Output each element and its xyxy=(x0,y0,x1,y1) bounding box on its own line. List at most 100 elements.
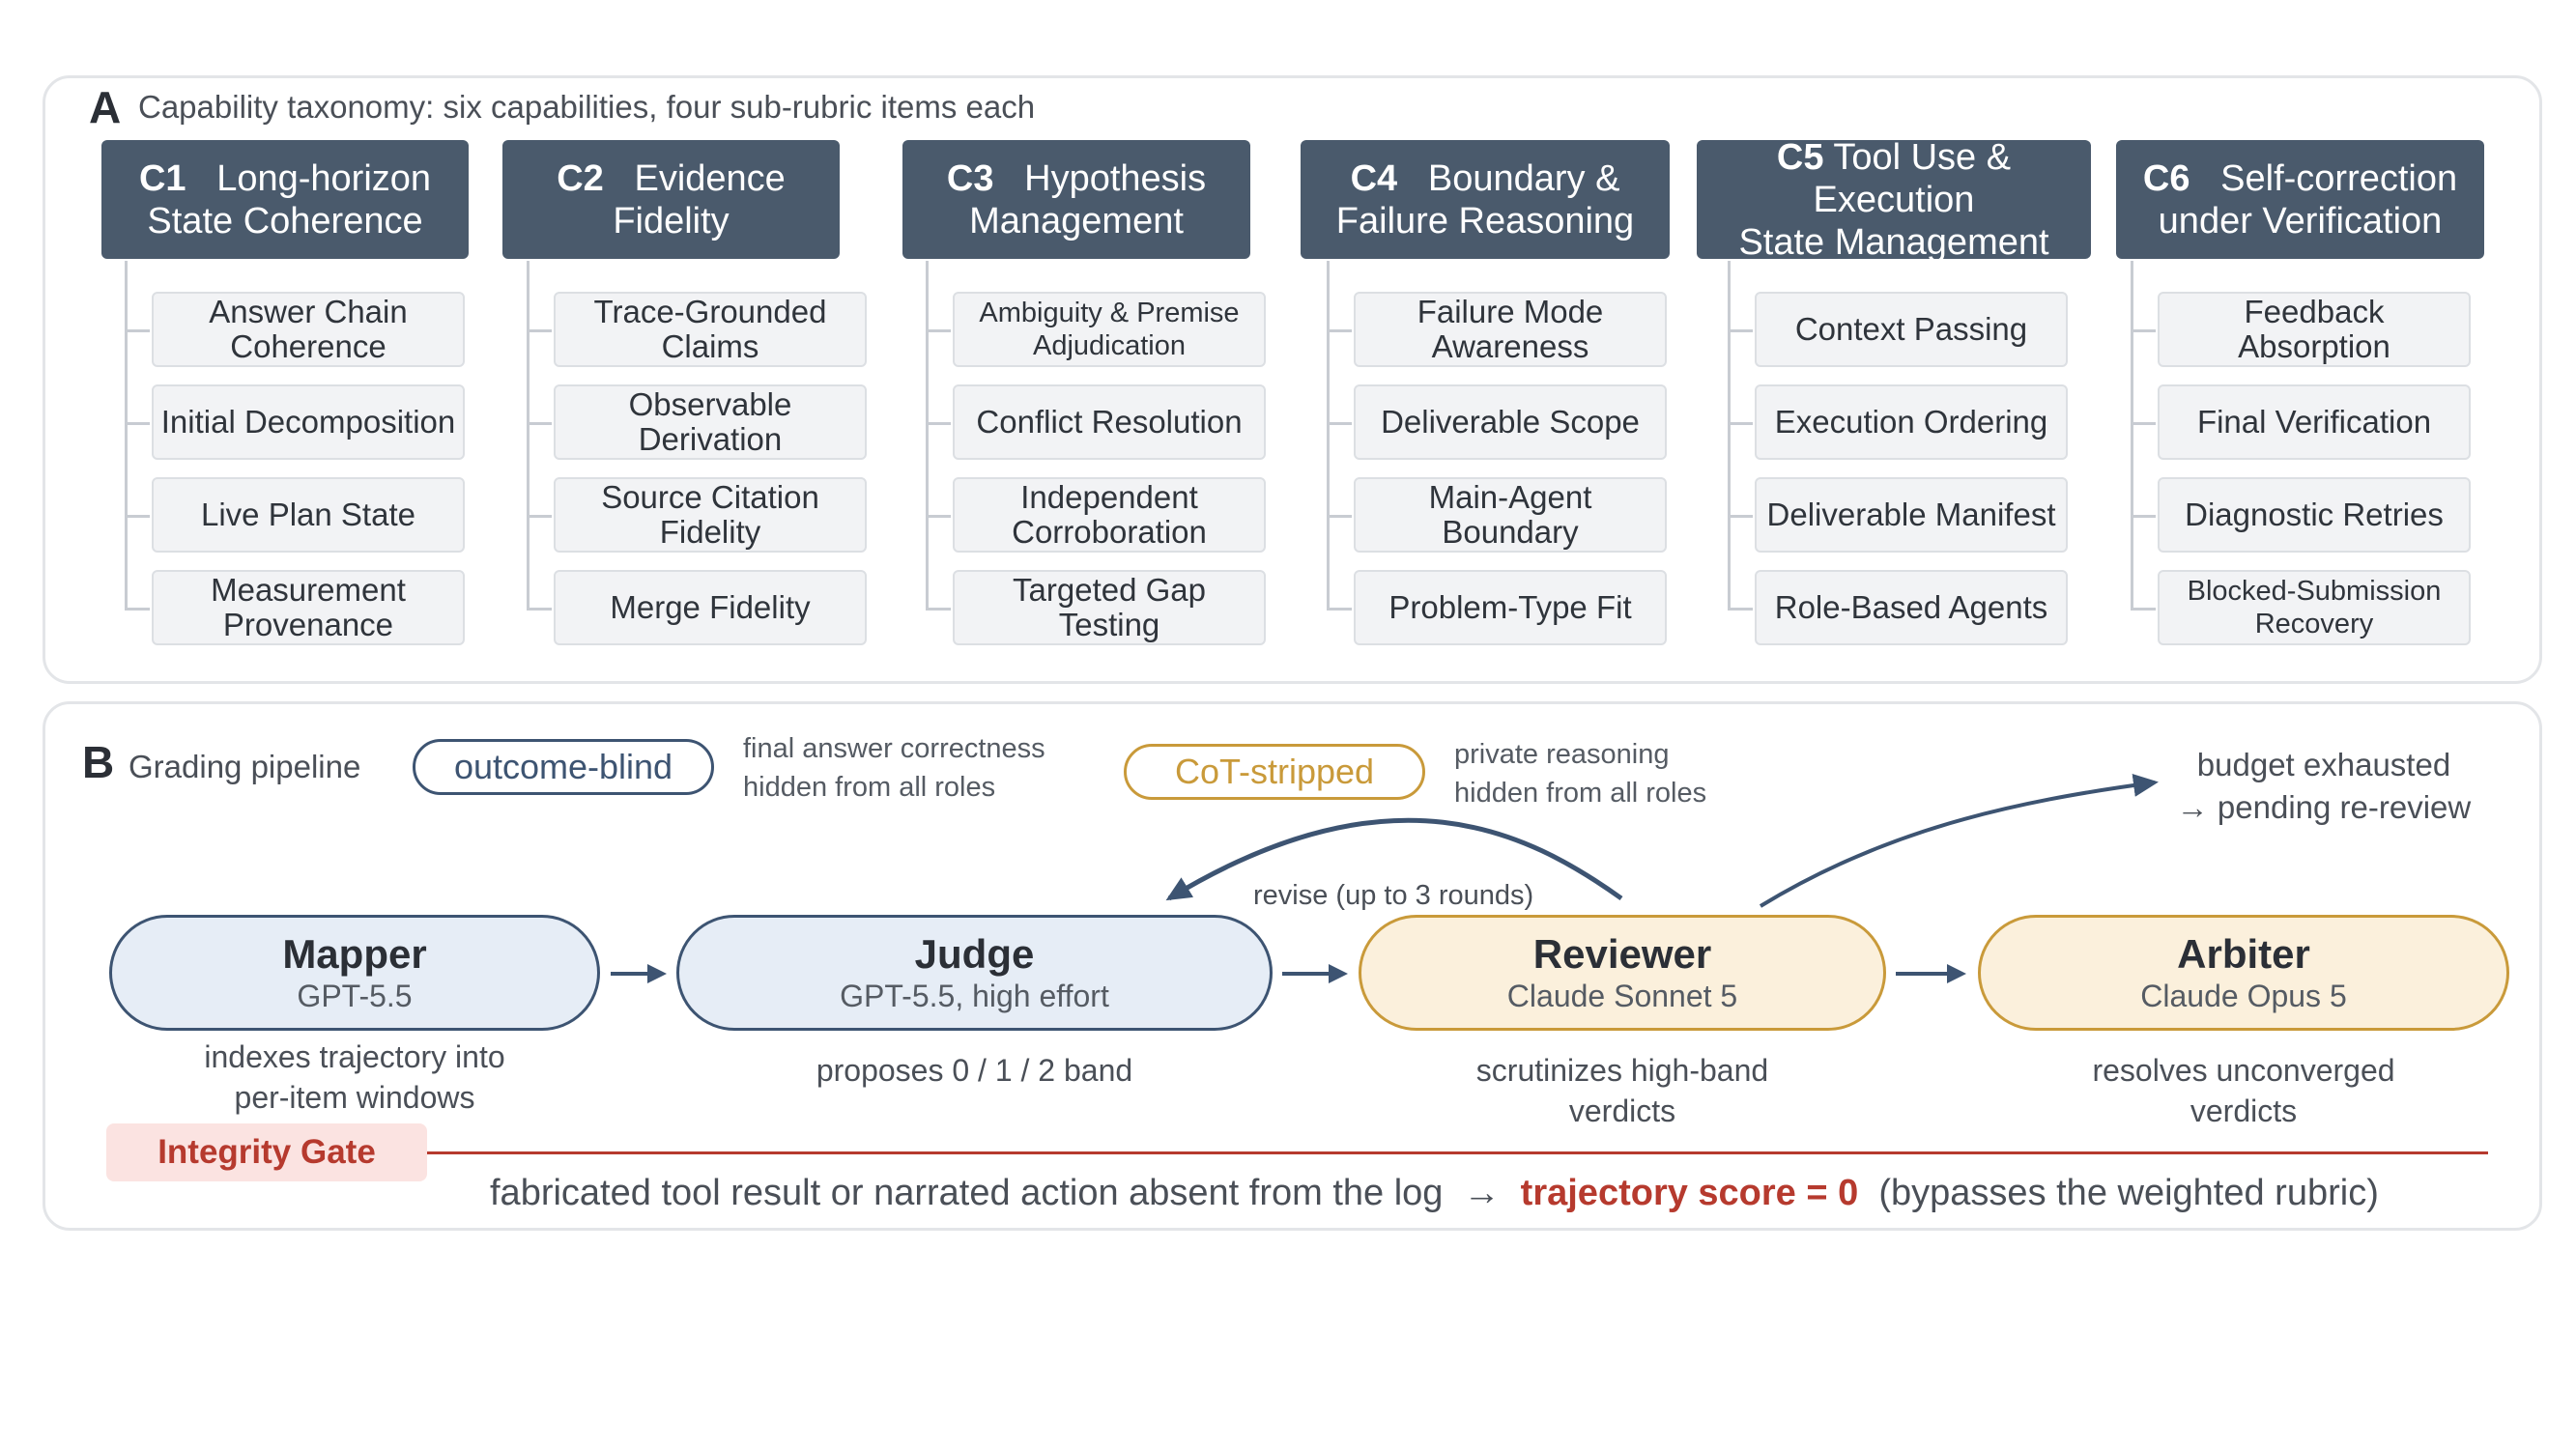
note-line1: budget exhausted xyxy=(2196,747,2451,782)
tree-tick xyxy=(1327,515,1352,518)
capability-id: C2 xyxy=(557,157,604,199)
rubric-item-line1: Merge Fidelity xyxy=(610,589,811,625)
capability-header-c6: C6 Self-correction under Verification xyxy=(2116,140,2484,259)
note-line1: final answer correctness xyxy=(743,733,1045,764)
tree-tick xyxy=(1327,329,1352,332)
tree-tick xyxy=(2131,608,2156,611)
tree-tick xyxy=(527,608,552,611)
capability-id: C4 xyxy=(1350,157,1398,199)
rubric-item-line2: Testing xyxy=(1058,607,1160,642)
panel-b-letter: B xyxy=(82,737,115,787)
rubric-item-line1: Diagnostic Retries xyxy=(2185,497,2444,532)
rubric-item-line1: Context Passing xyxy=(1794,311,2028,347)
stage-name: Arbiter xyxy=(2177,931,2310,977)
flow-arrow-mapper-judge xyxy=(611,964,667,983)
revise-label: revise (up to 3 rounds) xyxy=(1253,880,1534,911)
rubric-item-line2: Recovery xyxy=(2254,609,2374,639)
capability-name-line1: Evidence xyxy=(634,157,786,199)
budget-exhausted-arrow xyxy=(1759,774,2159,908)
rubric-item: Merge Fidelity xyxy=(554,570,867,645)
rubric-item-line1: Source Citation xyxy=(601,479,819,515)
tree-tick xyxy=(527,329,552,332)
capability-name-line2: Management xyxy=(969,200,1184,242)
tree-connector xyxy=(2131,261,2133,611)
rubric-item-line1: Conflict Resolution xyxy=(976,404,1243,440)
rubric-item-line2: Corroboration xyxy=(1012,514,1207,550)
stage-description-arbiter: resolves unconverged verdicts xyxy=(1978,1050,2509,1131)
tree-tick xyxy=(125,329,150,332)
integrity-gate-line xyxy=(427,1151,2488,1154)
rubric-item-line2: Boundary xyxy=(1442,514,1579,550)
capability-name-line1: Tool Use & xyxy=(1833,136,2012,178)
rubric-item-line1: Answer Chain xyxy=(209,294,408,329)
outcome-blind-tag: outcome-blind xyxy=(413,739,714,795)
rubric-item: Live Plan State xyxy=(152,477,465,553)
gate-text-score: trajectory score = 0 xyxy=(1520,1173,1859,1213)
rubric-item-line1: Independent xyxy=(1020,479,1198,515)
capability-header-c5: C5 Tool Use & Execution State Management xyxy=(1697,136,2091,263)
rubric-item: Final Verification xyxy=(2158,384,2471,460)
budget-exhausted-note: budget exhausted → pending re-review xyxy=(2077,744,2570,829)
rubric-item: Deliverable Scope xyxy=(1354,384,1667,460)
panel-a-letter: A xyxy=(89,82,122,132)
desc-line1: indexes trajectory into xyxy=(204,1039,505,1074)
rubric-item: Deliverable Manifest xyxy=(1755,477,2068,553)
capability-name-line3: State Management xyxy=(1738,221,2049,263)
rubric-item-line2: Derivation xyxy=(638,421,783,457)
gate-text-pre: fabricated tool result or narrated actio… xyxy=(490,1173,1521,1213)
tree-tick xyxy=(926,422,951,425)
tree-tick xyxy=(527,515,552,518)
integrity-gate-label: Integrity Gate xyxy=(106,1123,427,1181)
rubric-item-line2: Coherence xyxy=(230,328,386,364)
capability-id: C5 xyxy=(1776,136,1824,178)
stage-name: Mapper xyxy=(282,931,427,977)
capability-id: C3 xyxy=(946,157,994,199)
stage-name: Judge xyxy=(914,931,1035,977)
stage-model: GPT-5.5 xyxy=(297,979,413,1013)
tree-connector xyxy=(527,261,530,611)
tree-tick xyxy=(926,515,951,518)
rubric-item: Diagnostic Retries xyxy=(2158,477,2471,553)
desc-line1: scrutinizes high-band xyxy=(1475,1053,1769,1088)
capability-name-line2: Fidelity xyxy=(613,200,730,242)
tree-connector xyxy=(125,261,128,611)
rubric-item-line1: Observable xyxy=(628,386,792,422)
rubric-item-line1: Feedback xyxy=(2244,294,2385,329)
tree-tick xyxy=(2131,515,2156,518)
tree-connector xyxy=(1327,261,1330,611)
capability-header-c1: C1 Long-horizon State Coherence xyxy=(101,140,469,259)
capability-name-line2: Failure Reasoning xyxy=(1335,200,1635,242)
rubric-item-line1: Trace-Grounded xyxy=(593,294,827,329)
flow-arrow-judge-reviewer xyxy=(1282,964,1348,983)
capability-header-c4: C4 Boundary & Failure Reasoning xyxy=(1301,140,1670,259)
rubric-item-line1: Blocked-Submission xyxy=(2187,576,2442,607)
capability-name-line2: under Verification xyxy=(2158,200,2443,242)
stage-mapper: Mapper GPT-5.5 xyxy=(109,915,600,1031)
stage-model: Claude Sonnet 5 xyxy=(1506,979,1738,1013)
capability-name-line2: State Coherence xyxy=(147,200,423,242)
rubric-item-line1: Final Verification xyxy=(2196,404,2432,440)
capability-name-line1: Hypothesis xyxy=(1024,157,1207,199)
rubric-item-line1: Deliverable Manifest xyxy=(1766,497,2056,532)
rubric-item-line1: Live Plan State xyxy=(201,497,415,532)
desc-line2: per-item windows xyxy=(234,1080,475,1115)
flow-arrow-reviewer-arbiter xyxy=(1896,964,1966,983)
panel-a-title: Capability taxonomy: six capabilities, f… xyxy=(138,89,1036,125)
desc-line2: verdicts xyxy=(2190,1094,2298,1128)
stage-model: GPT-5.5, high effort xyxy=(840,979,1109,1013)
rubric-item-line2: Fidelity xyxy=(659,514,761,550)
rubric-item-line1: Main-Agent xyxy=(1428,479,1592,515)
rubric-item: Role-Based Agents xyxy=(1755,570,2068,645)
panel-b-title: Grading pipeline xyxy=(129,749,361,784)
note-line2: hidden from all roles xyxy=(1454,778,1707,809)
rubric-item-line2: Adjudication xyxy=(1033,330,1186,361)
rubric-item: Problem-Type Fit xyxy=(1354,570,1667,645)
